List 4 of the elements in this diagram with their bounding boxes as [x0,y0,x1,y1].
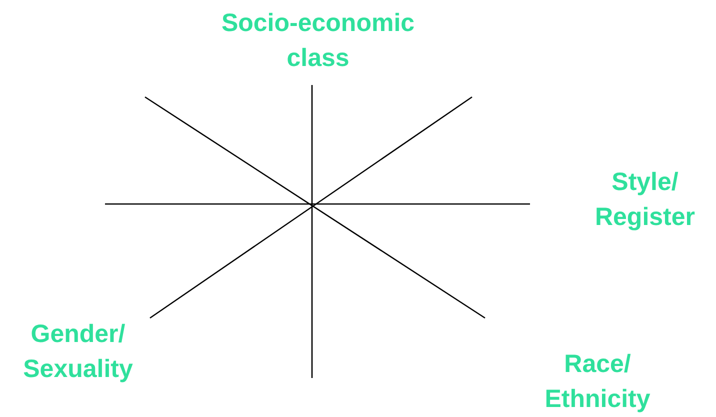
axis-label: Style/ Register [594,167,696,233]
axis-label: Race/ Ethnicity [544,349,652,415]
axis-label: Socio-economic class [220,8,416,74]
axis-label: Gender/ Sexuality [22,319,134,385]
